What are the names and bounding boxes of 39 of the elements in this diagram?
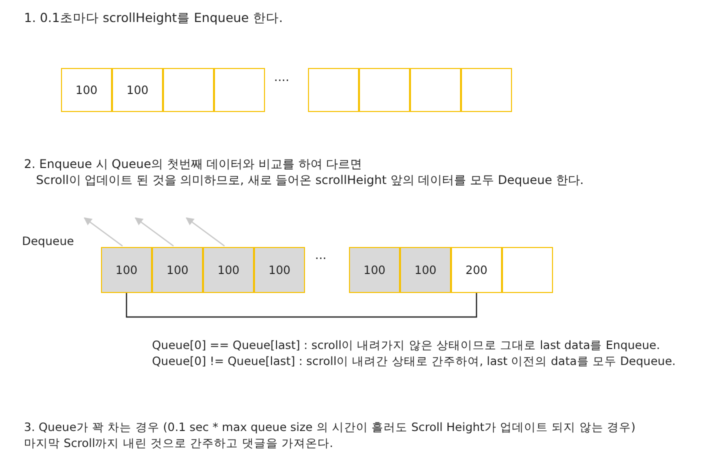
queue-cell (410, 68, 461, 112)
queue-cell (308, 68, 359, 112)
cell-value: 100 (414, 263, 436, 277)
cell-value: 100 (76, 83, 98, 97)
queue-cell (461, 68, 512, 112)
queue-cell (112, 68, 163, 112)
queue-cell (152, 247, 203, 293)
note-text: Queue[0] == Queue[last] : scroll이 내려가지 않은 상태이므로 그대로 last data를 Enqueue. (152, 338, 660, 353)
queue-cell (502, 247, 553, 293)
note-text: 3. Queue가 꽉 차는 경우 (0.1 sec * max queue size 의 시간이 흘러도 Scroll Height가 업데이트 되지 않는 경우) (24, 420, 636, 435)
connector-line (126, 293, 478, 318)
queue-cell (203, 247, 254, 293)
queue-cell (400, 247, 451, 293)
note-text: 1. 0.1초마다 scrollHeight를 Enqueue 한다. (24, 10, 283, 27)
note-text: Queue[0] != Queue[last] : scroll이 내려간 상태로 간주하여, last 이전의 data를 모두 Dequeue. (152, 354, 676, 369)
note-text: .... (274, 70, 290, 84)
cell-value: 200 (466, 263, 488, 277)
queue-cell (359, 68, 410, 112)
note-text: Scroll이 업데이트 된 것을 의미하므로, 새로 들어온 scrollHeight 앞의 데이터를 모두 Dequeue 한다. (36, 172, 584, 189)
queue-cell (101, 247, 152, 293)
cell-value: 100 (218, 263, 240, 277)
cell-value: 100 (268, 263, 290, 277)
arrow (134, 217, 174, 246)
queue-cell (349, 247, 400, 293)
queue-cell (254, 247, 305, 293)
note-text: 마지막 Scroll까지 내린 것으로 간주하고 댓글을 가져온다. (24, 436, 334, 451)
cell-value: 100 (166, 263, 188, 277)
arrow (84, 217, 123, 246)
queue-cell (214, 68, 265, 112)
arrow (186, 217, 225, 246)
cell-value: 100 (364, 263, 386, 277)
cell-value: 100 (126, 83, 148, 97)
note-text: ... (315, 248, 326, 262)
note-text: 2. Enqueue 시 Queue의 첫번째 데이터와 비교를 하여 다르면 (24, 156, 362, 173)
cell-value: 100 (116, 263, 138, 277)
queue-cell (451, 247, 502, 293)
queue-cell (61, 68, 112, 112)
note-text: Dequeue (22, 234, 74, 248)
queue-cell (163, 68, 214, 112)
